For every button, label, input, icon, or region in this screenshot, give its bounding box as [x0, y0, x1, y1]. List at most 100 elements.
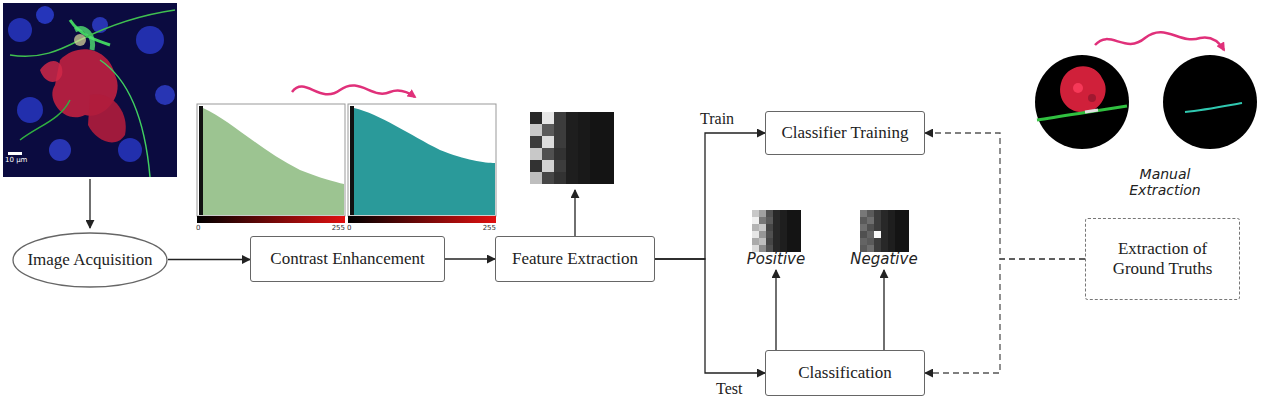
- feature-cell: [794, 217, 801, 224]
- histogram-after: [348, 104, 496, 223]
- feature-cell: [554, 124, 566, 136]
- feature-cell: [578, 148, 590, 160]
- feature-cell: [860, 231, 867, 238]
- feature-cell: [602, 172, 614, 184]
- wavy-arrow: [1095, 32, 1224, 50]
- axis-tick: 255: [471, 224, 496, 232]
- feature-cell: [867, 224, 874, 231]
- flow-arrow: [655, 259, 765, 373]
- feature-cell: [554, 160, 566, 172]
- manual-extraction-after: [1163, 55, 1257, 149]
- feature-cell: [542, 124, 554, 136]
- feature-cell: [773, 210, 780, 217]
- feature-cell: [787, 238, 794, 245]
- feature-cell: [766, 224, 773, 231]
- feature-cell: [759, 217, 766, 224]
- edge-label: Test: [716, 380, 742, 398]
- feature-cell: [752, 231, 759, 238]
- feature-cell: [602, 112, 614, 124]
- feature-cell: [578, 136, 590, 148]
- scale-bar-label: 10 µm: [5, 156, 45, 164]
- feature-cell: [773, 238, 780, 245]
- feature-cell: [888, 224, 895, 231]
- feature-cell: [888, 238, 895, 245]
- feature-cell: [780, 224, 787, 231]
- feature-cell: [874, 210, 881, 217]
- feature-cell: [860, 217, 867, 224]
- feature-cell: [874, 224, 881, 231]
- feature-cell: [566, 172, 578, 184]
- node-label: Image Acquisition: [21, 248, 158, 272]
- feature-cell: [787, 210, 794, 217]
- feature-cell: [578, 112, 590, 124]
- feature-cell: [566, 112, 578, 124]
- feature-cell: [860, 224, 867, 231]
- process-box: Contrast Enhancement: [250, 236, 445, 282]
- feature-cell: [566, 136, 578, 148]
- acquisition-ellipse: Image Acquisition: [12, 232, 168, 288]
- patch-label: Negative: [844, 251, 924, 268]
- axis-tick: 0: [347, 224, 367, 232]
- feature-cell: [752, 217, 759, 224]
- node-label: Contrast Enhancement: [264, 247, 430, 271]
- feature-cell: [530, 124, 542, 136]
- flow-arrow: [445, 258, 495, 259]
- feature-cell: [530, 172, 542, 184]
- histogram-before: [197, 104, 345, 223]
- feature-cell: [902, 231, 909, 238]
- microscopy-image: [3, 3, 177, 177]
- feature-cell: [752, 210, 759, 217]
- process-box: Classifier Training: [765, 111, 925, 155]
- edge-label: Train: [700, 110, 734, 128]
- feature-cell: [773, 224, 780, 231]
- feature-cell: [554, 172, 566, 184]
- manual-extraction-before: [1035, 55, 1129, 149]
- node-label: Extraction of Ground Truths: [1086, 237, 1239, 282]
- feature-cell: [759, 238, 766, 245]
- feature-cell: [867, 210, 874, 217]
- flow-arrow: [168, 259, 250, 260]
- feature-cell: [794, 231, 801, 238]
- feature-cell: [590, 148, 602, 160]
- feature-cell: [590, 160, 602, 172]
- feature-cell: [602, 160, 614, 172]
- feature-cell: [874, 238, 881, 245]
- feature-cell: [759, 210, 766, 217]
- feature-cell: [895, 231, 902, 238]
- feature-cell: [542, 160, 554, 172]
- feature-cell: [602, 148, 614, 160]
- feature-cell: [895, 217, 902, 224]
- feature-cell: [794, 238, 801, 245]
- feature-cell: [566, 124, 578, 136]
- feature-cell: [787, 224, 794, 231]
- image-arrow: [89, 179, 90, 228]
- feature-cell: [766, 231, 773, 238]
- feature-cell: [881, 217, 888, 224]
- feature-cell: [888, 231, 895, 238]
- feature-cell: [860, 210, 867, 217]
- feature-cell: [542, 112, 554, 124]
- feature-arrow: [574, 190, 575, 236]
- feature-cell: [590, 112, 602, 124]
- feature-cell: [554, 112, 566, 124]
- feature-cell: [542, 172, 554, 184]
- feature-cell: [881, 210, 888, 217]
- feature-cell: [881, 231, 888, 238]
- feature-cell: [874, 231, 881, 238]
- feature-cell: [752, 238, 759, 245]
- feature-cell: [590, 124, 602, 136]
- patch-label: Positive: [736, 251, 816, 268]
- feature-cell: [759, 224, 766, 231]
- feature-cell: [530, 112, 542, 124]
- feature-cell: [578, 160, 590, 172]
- negative-arrow: [883, 270, 884, 350]
- feature-cell: [566, 148, 578, 160]
- feature-cell: [602, 124, 614, 136]
- feature-cell: [530, 136, 542, 148]
- feature-cell: [794, 210, 801, 217]
- node-label: Feature Extraction: [506, 247, 644, 271]
- feature-cell: [773, 217, 780, 224]
- feature-cell: [902, 217, 909, 224]
- feature-cell: [902, 224, 909, 231]
